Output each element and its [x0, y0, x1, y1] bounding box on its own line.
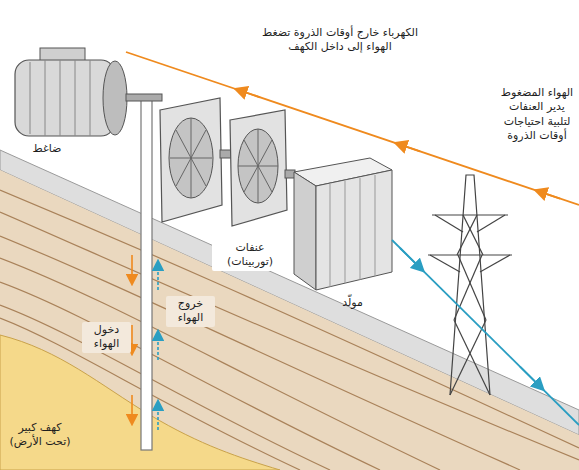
- peak-note: الهواء المضغوط يدير العنفات لتلبية احتيا…: [498, 86, 576, 143]
- air-out-label: خروج الهواء: [166, 296, 215, 327]
- strata-lines: [0, 190, 579, 470]
- pylon: [428, 175, 512, 395]
- air-in-label: دخول الهواء: [82, 322, 131, 353]
- generator-label: مولّد: [330, 296, 375, 310]
- cave-label: كهف كبير (تحت الأرض): [6, 420, 74, 451]
- offpeak-note: الكهرباء خارج أوقات الذروة تضغط الهواء إ…: [250, 26, 430, 55]
- cave: [0, 335, 280, 470]
- peak-power-line: [392, 240, 579, 425]
- compressor-label: ضاغط: [22, 142, 72, 156]
- air-in-arrows: [131, 255, 133, 420]
- turbine-label: عنفات (توربينات): [212, 240, 288, 271]
- compressor: [15, 48, 162, 136]
- generator: [294, 158, 392, 290]
- peak-arrows: [400, 248, 540, 386]
- air-pipe: [141, 100, 152, 450]
- turbines: [160, 98, 295, 226]
- rock-strata: [0, 170, 579, 470]
- air-out-arrows: [157, 265, 159, 430]
- offpeak-power-line: [126, 52, 579, 205]
